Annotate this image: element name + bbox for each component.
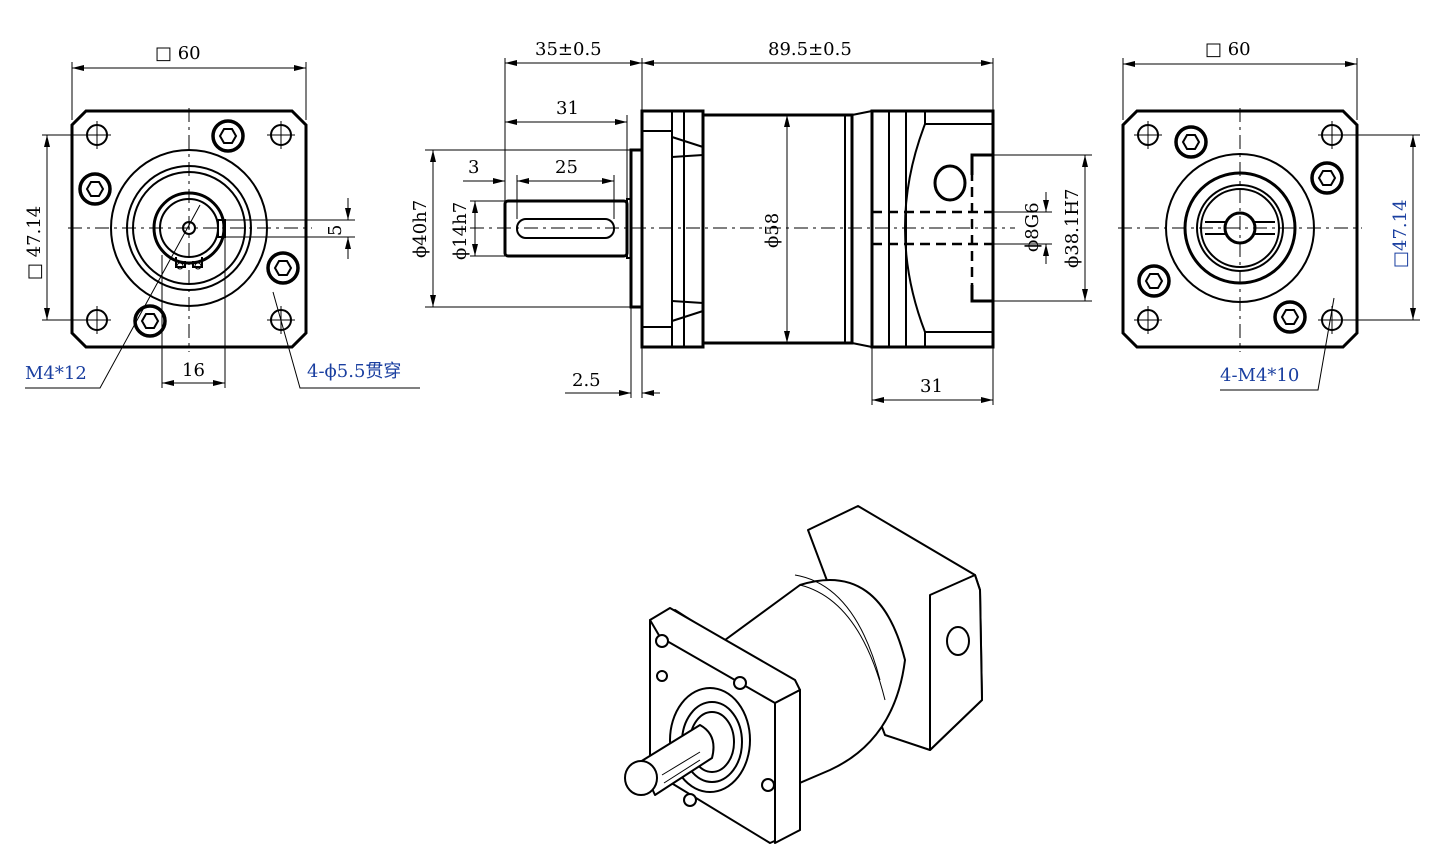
body-length-label: 89.5±0.5 [768, 39, 852, 60]
front-view: □ 60 □ 47.14 5 16 M4*12 4-ϕ5.5贯穿 [24, 43, 420, 389]
pilot-dia-label: ϕ40h7 [410, 200, 431, 258]
key-width-label: 5 [325, 225, 346, 236]
key-slot [516, 218, 615, 239]
pilot-thickness-label: 2.5 [572, 370, 601, 391]
side-view: 35±0.5 89.5±0.5 31 3 25 ϕ40h7 ϕ14h7 ϕ58 … [410, 39, 1092, 405]
retaining-ring [175, 257, 203, 268]
shaft-length-label: 35±0.5 [535, 39, 602, 60]
shaft-dia-label: ϕ14h7 [450, 202, 471, 260]
motor-pilot-label: ϕ38.1H7 [1062, 189, 1083, 269]
housing-body [701, 113, 854, 345]
thread-label: 4-M4*10 [1220, 365, 1299, 386]
body-dia-label: ϕ58 [762, 213, 783, 248]
hole-label: 4-ϕ5.5贯穿 [307, 361, 401, 382]
front-flange-outline [70, 109, 308, 349]
input-bore-label: ϕ8G6 [1022, 202, 1043, 252]
key-length-label: 25 [555, 157, 578, 178]
front-width-label: □ 60 [155, 43, 201, 64]
screw-label: M4*12 [25, 363, 87, 384]
rear-bolt-square-label: □47.14 [1390, 199, 1411, 268]
key-offset-label: 3 [468, 157, 479, 178]
rear-flange-outline [1121, 109, 1359, 349]
rear-view: □ 60 □47.14 4-M4*10 [1118, 39, 1420, 391]
shaft-usable-label: 31 [556, 98, 579, 119]
front-bolt-square-label: □ 47.14 [24, 206, 45, 280]
adapter-length-label: 31 [920, 376, 943, 397]
isometric-view [624, 505, 983, 844]
screw-icon [211, 119, 245, 153]
rear-width-label: □ 60 [1205, 39, 1251, 60]
key-height-label: 16 [182, 360, 205, 381]
motor-adapter [870, 109, 995, 349]
